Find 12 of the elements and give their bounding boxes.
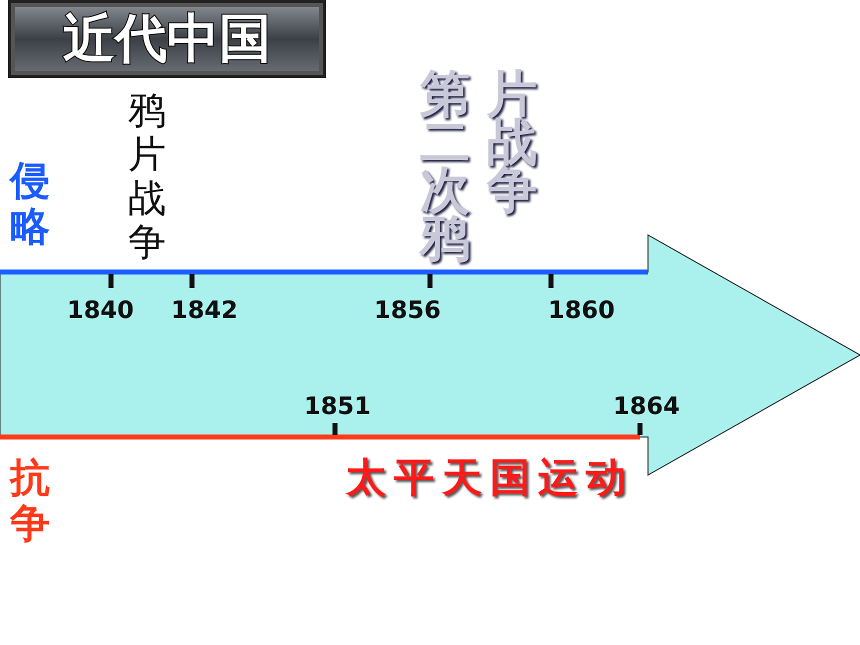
year-label: 1851 (304, 394, 371, 418)
event-label: 太平天国运动 (346, 458, 634, 498)
title-banner: 近代中国 (8, 0, 326, 78)
year-label: 1856 (374, 298, 441, 322)
year-label: 1864 (613, 394, 680, 418)
category-label: 侵略 (10, 158, 51, 250)
event-label: 第二次鸦片战争 (420, 70, 538, 262)
event-label: 鸦片战争 (128, 88, 167, 264)
category-label: 抗争 (10, 455, 51, 547)
year-label: 1860 (548, 298, 615, 322)
year-label: 1840 (67, 298, 134, 322)
year-label: 1842 (171, 298, 238, 322)
